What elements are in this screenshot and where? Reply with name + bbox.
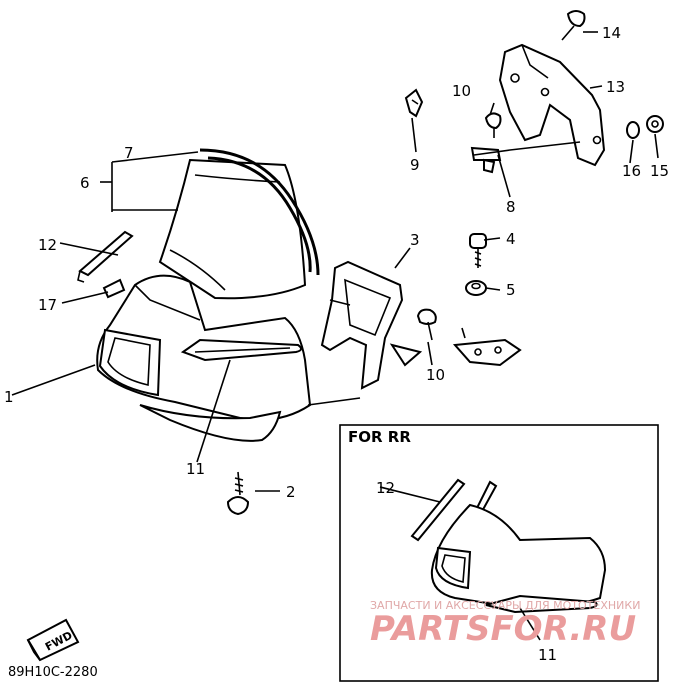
fwd-arrow-icon: FWD <box>26 618 80 662</box>
callout-14: 14 <box>602 24 621 42</box>
callout-16: 16 <box>622 162 641 180</box>
inset-title: FOR RR <box>348 428 411 446</box>
leader-lines <box>11 31 659 492</box>
screw-10-upper <box>484 112 502 138</box>
callout-10-lower: 10 <box>426 366 445 384</box>
inset-callout-11: 11 <box>538 646 557 664</box>
callout-3: 3 <box>410 231 420 249</box>
washer-16 <box>626 121 640 139</box>
cowling-stay <box>320 260 423 390</box>
grommet-5 <box>465 280 487 296</box>
watermark-brand: PARTSFOR.RU <box>370 609 636 649</box>
watermark-tagline: ЗАПЧАСТИ И АКСЕССУАРЫ ДЛЯ МОТОТЕХНИКИ <box>370 599 640 612</box>
callout-7: 7 <box>124 144 134 162</box>
callout-1: 1 <box>4 388 14 406</box>
callout-9: 9 <box>410 156 420 174</box>
callout-5: 5 <box>506 281 516 299</box>
nut-15 <box>646 115 664 133</box>
bracket-13 <box>498 43 606 167</box>
screw-2 <box>226 471 250 516</box>
callout-15: 15 <box>650 162 669 180</box>
callout-12: 12 <box>38 236 57 254</box>
callout-2: 2 <box>286 483 296 501</box>
callout-6: 6 <box>80 174 90 192</box>
for-rr-inset: FOR RR 12 11 <box>339 424 659 682</box>
decal-strip <box>77 230 134 283</box>
bolt-14 <box>561 10 586 41</box>
rubber-mount-plate <box>452 327 522 367</box>
bolt-4 <box>469 233 487 268</box>
diagram-code: 89H10C-2280 <box>8 665 98 680</box>
screw-10-lower <box>416 308 437 341</box>
callout-17: 17 <box>38 296 57 314</box>
callout-13: 13 <box>606 78 625 96</box>
callout-11: 11 <box>186 460 205 478</box>
watermark: ЗАПЧАСТИ И АКСЕССУАРЫ ДЛЯ МОТОТЕХНИКИ PA… <box>370 599 640 649</box>
callout-10-upper: 10 <box>452 82 471 100</box>
inset-callout-12: 12 <box>376 479 395 497</box>
callout-8: 8 <box>506 198 516 216</box>
windshield <box>158 158 307 300</box>
side-stripe-decal <box>180 338 302 362</box>
callouts: 1 2 3 4 5 6 7 8 9 10 10 11 12 13 14 15 1… <box>4 24 669 501</box>
callout-4: 4 <box>506 230 516 248</box>
small-decal <box>102 278 126 299</box>
windshield-trim <box>199 148 320 276</box>
clip-9 <box>404 88 424 118</box>
